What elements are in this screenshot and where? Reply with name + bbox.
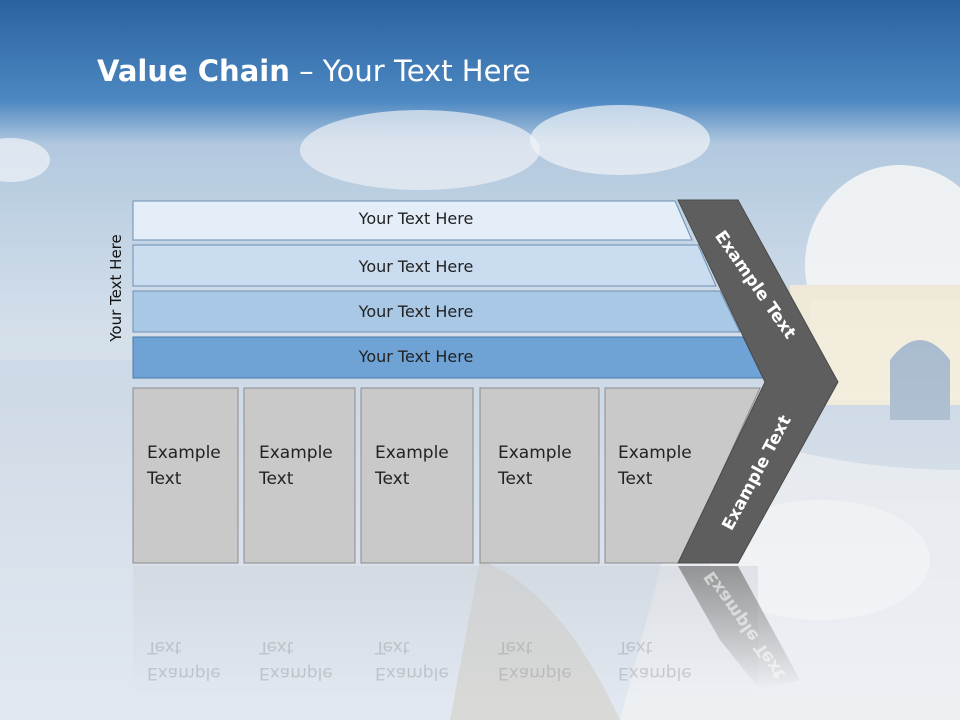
box-reflection	[133, 566, 758, 696]
page-title: Value Chain – Your Text Here	[97, 54, 531, 88]
bar-2-label: Your Text Here	[358, 257, 474, 276]
chevron-reflection	[678, 566, 800, 690]
bar-3	[132, 290, 741, 333]
side-label: Your Text Here	[107, 234, 125, 342]
box-4	[479, 387, 600, 564]
bar-3-label: Your Text Here	[358, 302, 474, 321]
box-1	[132, 387, 239, 564]
chevron-arrow	[677, 199, 839, 564]
bar-2	[132, 244, 717, 287]
box-3	[360, 387, 474, 564]
bar-1	[132, 200, 693, 241]
bar-4-label: Your Text Here	[358, 347, 474, 366]
box-2	[243, 387, 356, 564]
bar-1-label: Your Text Here	[358, 209, 474, 228]
